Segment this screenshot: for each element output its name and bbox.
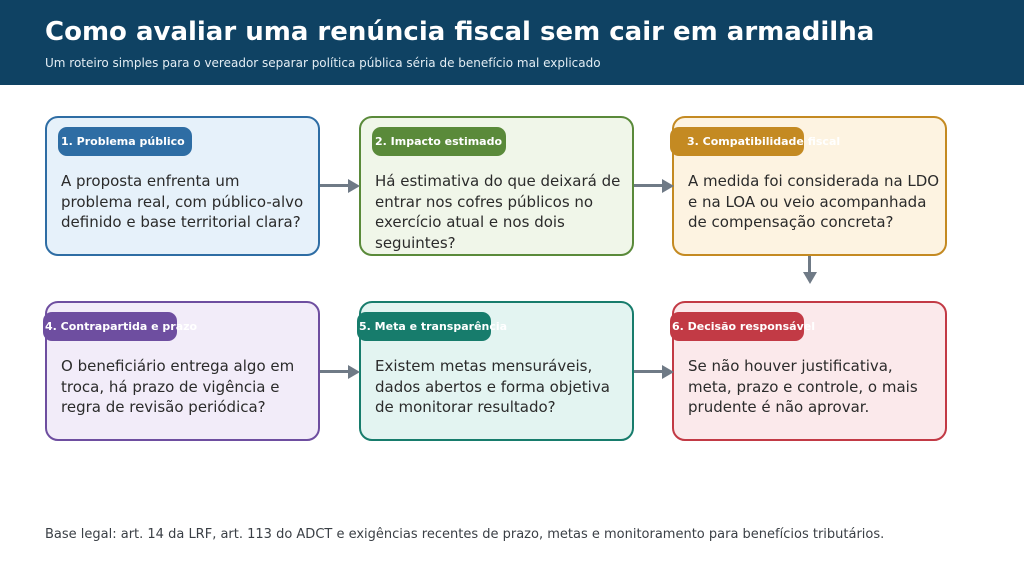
step-card-6: 6. Decisão responsável Se não houver jus… (670, 301, 947, 441)
step-text-3: A medida foi considerada na LDO e na LOA… (688, 172, 940, 231)
step-badge-6: 6. Decisão responsável (670, 312, 815, 341)
arrow-right-icon (634, 179, 674, 193)
step-text-1: A proposta enfrenta um problema real, co… (61, 172, 304, 231)
step-text-4: O beneficiário entrega algo em troca, há… (61, 357, 295, 416)
step-card-4: 4. Contrapartida e prazo O beneficiário … (43, 301, 320, 441)
step-badge-3: 3. Compatibilidade fiscal (670, 127, 840, 156)
step-badge-4: 4. Contrapartida e prazo (43, 312, 197, 341)
step-badge-5: 5. Meta e transparência (357, 312, 507, 341)
arrow-down-icon (802, 256, 818, 284)
step-badge-1: 1. Problema público (58, 127, 192, 156)
arrow-right-icon (634, 365, 674, 379)
step-card-5: 5. Meta e transparência Existem metas me… (357, 301, 634, 441)
arrow-right-icon (320, 179, 360, 193)
step-text-2: Há estimativa do que deixará de entrar n… (375, 172, 621, 252)
step-card-2: 2. Impacto estimado Há estimativa do que… (359, 116, 634, 256)
page-subtitle: Um roteiro simples para o vereador separ… (45, 56, 601, 70)
step-text-6: Se não houver justificativa, meta, prazo… (688, 357, 918, 416)
step-text-5: Existem metas mensuráveis, dados abertos… (375, 357, 610, 416)
step-card-3: 3. Compatibilidade fiscal A medida foi c… (670, 116, 947, 256)
arrow-right-icon (320, 365, 360, 379)
legal-basis-note: Base legal: art. 14 da LRF, art. 113 do … (45, 527, 885, 542)
step-badge-2: 2. Impacto estimado (372, 127, 506, 156)
page-title: Como avaliar uma renúncia fiscal sem cai… (45, 17, 875, 47)
step-card-1: 1. Problema público A proposta enfrenta … (45, 116, 320, 256)
header-banner: Como avaliar uma renúncia fiscal sem cai… (0, 0, 1024, 85)
